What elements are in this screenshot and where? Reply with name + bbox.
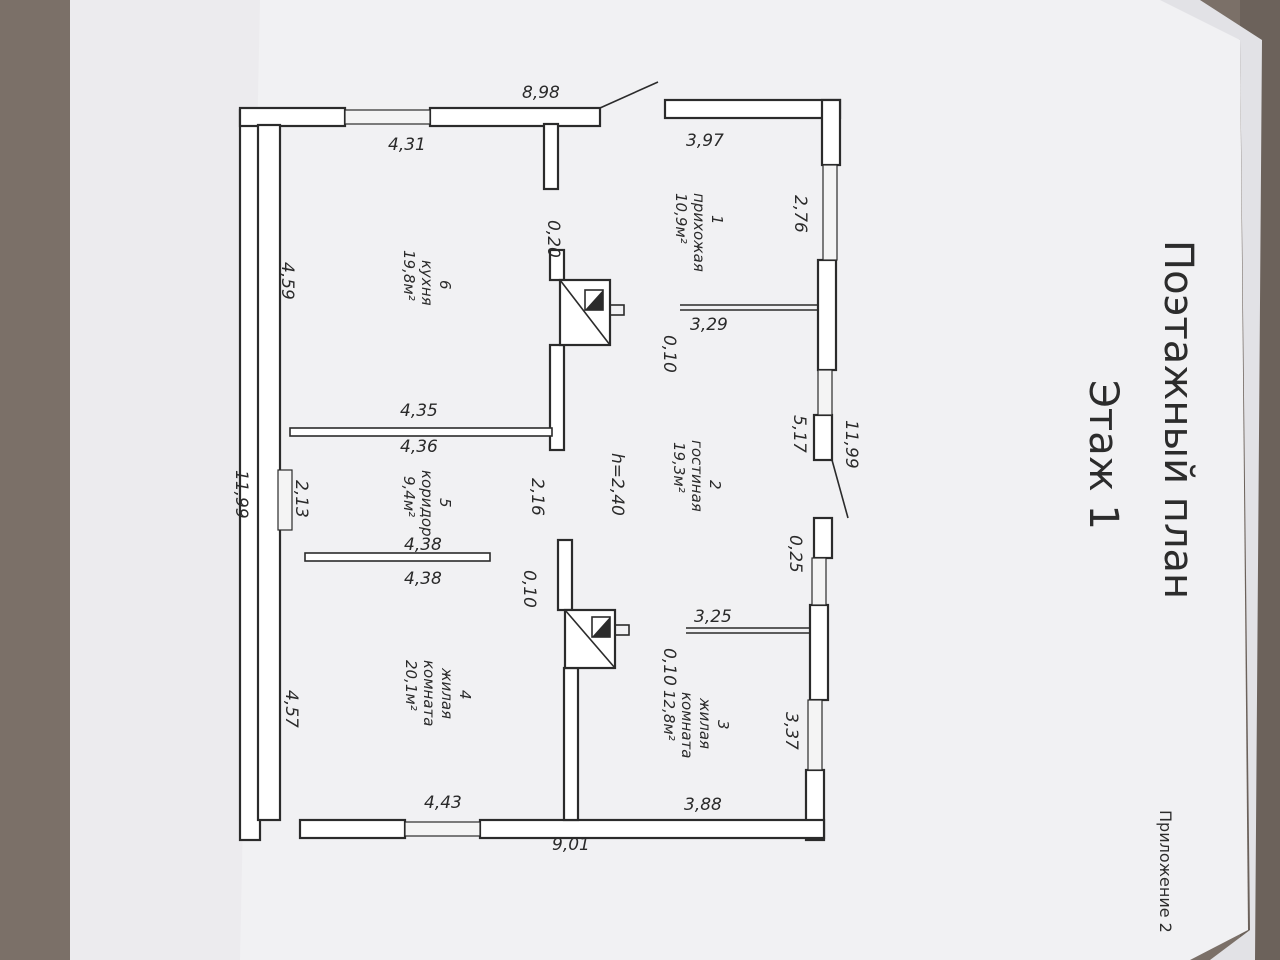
dim-8-98: 8,98 (522, 83, 560, 103)
dim-3-88: 3,88 (684, 795, 722, 815)
room-6-label: 6 кухня 19,8м² (400, 250, 454, 306)
ceiling-height-label: h=2,40 (607, 453, 627, 516)
annex-group: Приложение 2 (1156, 810, 1175, 933)
room-3-label: 3 жилая комната 12,8м² (660, 690, 732, 758)
dim-4-57: 4,57 (281, 690, 301, 728)
dim-11-99-left: 11,99 (231, 470, 251, 519)
dim-2-13: 2,13 (291, 480, 311, 518)
svg-text:гостиная: гостиная (688, 440, 706, 512)
windows (277, 109, 838, 837)
svg-text:20,1м²: 20,1м² (402, 660, 420, 711)
svg-text:1: 1 (708, 215, 726, 225)
dim-11-99-right: 11,99 (841, 420, 861, 469)
dim-3-29: 3,29 (690, 315, 728, 335)
dim-0-25: 0,25 (785, 535, 805, 573)
svg-text:прихожая: прихожая (690, 193, 708, 272)
svg-text:комната: комната (420, 660, 438, 726)
dim-0-20: 0,20 (543, 220, 563, 258)
svg-text:10,9м²: 10,9м² (672, 193, 690, 244)
svg-text:3: 3 (714, 720, 732, 730)
dim-3-37: 3,37 (781, 712, 801, 750)
doors (599, 81, 849, 519)
svg-text:6: 6 (436, 280, 454, 290)
dim-3-97: 3,97 (686, 131, 724, 151)
height-label-group: h=2,40 (607, 453, 627, 516)
svg-text:5: 5 (436, 498, 454, 508)
plan-subtitle: Этаж 1 (1080, 380, 1126, 530)
svg-text:9,4м²: 9,4м² (400, 476, 418, 517)
svg-text:жилая: жилая (696, 697, 714, 749)
dim-9-01: 9,01 (552, 835, 590, 855)
dim-4-35: 4,35 (400, 401, 438, 421)
dim-0-10-a: 0,10 (659, 335, 679, 373)
dim-0-10-b: 0,10 (519, 570, 539, 608)
dim-0-10-c: 0,10 (659, 648, 679, 686)
outer-walls (238, 98, 842, 842)
svg-text:комната: комната (678, 692, 696, 758)
title-group: Поэтажный план (1155, 240, 1201, 599)
annex-label: Приложение 2 (1156, 810, 1175, 933)
paper-edge (1160, 0, 1262, 960)
dim-4-38-a: 4,38 (404, 535, 442, 555)
dimension-labels: 8,98 3,97 4,31 0,20 2,76 4,59 3,29 0,10 … (231, 83, 861, 855)
dim-4-36: 4,36 (400, 437, 438, 457)
paper-shade (70, 0, 260, 960)
svg-text:19,8м²: 19,8м² (400, 250, 418, 301)
room-2-label: 2 гостиная 19,3м² (670, 440, 724, 512)
dim-5-17: 5,17 (789, 415, 809, 453)
svg-text:коридор: коридор (418, 470, 436, 537)
dim-4-31: 4,31 (388, 135, 426, 155)
svg-text:кухня: кухня (418, 260, 436, 306)
paper-sheet (70, 0, 1248, 960)
svg-text:2: 2 (706, 480, 724, 490)
svg-text:19,3м²: 19,3м² (670, 442, 688, 493)
room-4-label: 4 жилая комната 20,1м² (402, 660, 474, 726)
dim-2-76: 2,76 (790, 195, 810, 233)
dim-4-43: 4,43 (424, 793, 462, 813)
svg-text:жилая: жилая (438, 667, 456, 719)
room-5-label: 5 коридор 9,4м² (400, 470, 454, 537)
interior-walls (289, 122, 818, 822)
subtitle-group: Этаж 1 (1080, 380, 1126, 530)
svg-text:4: 4 (456, 690, 474, 700)
svg-text:12,8м²: 12,8м² (660, 690, 678, 741)
dim-4-38-b: 4,38 (404, 569, 442, 589)
dim-2-16: 2,16 (527, 478, 547, 516)
dim-4-59: 4,59 (277, 262, 297, 300)
room-1-label: 1 прихожая 10,9м² (672, 193, 726, 272)
dim-3-25: 3,25 (694, 607, 732, 627)
plan-title: Поэтажный план (1155, 240, 1201, 599)
